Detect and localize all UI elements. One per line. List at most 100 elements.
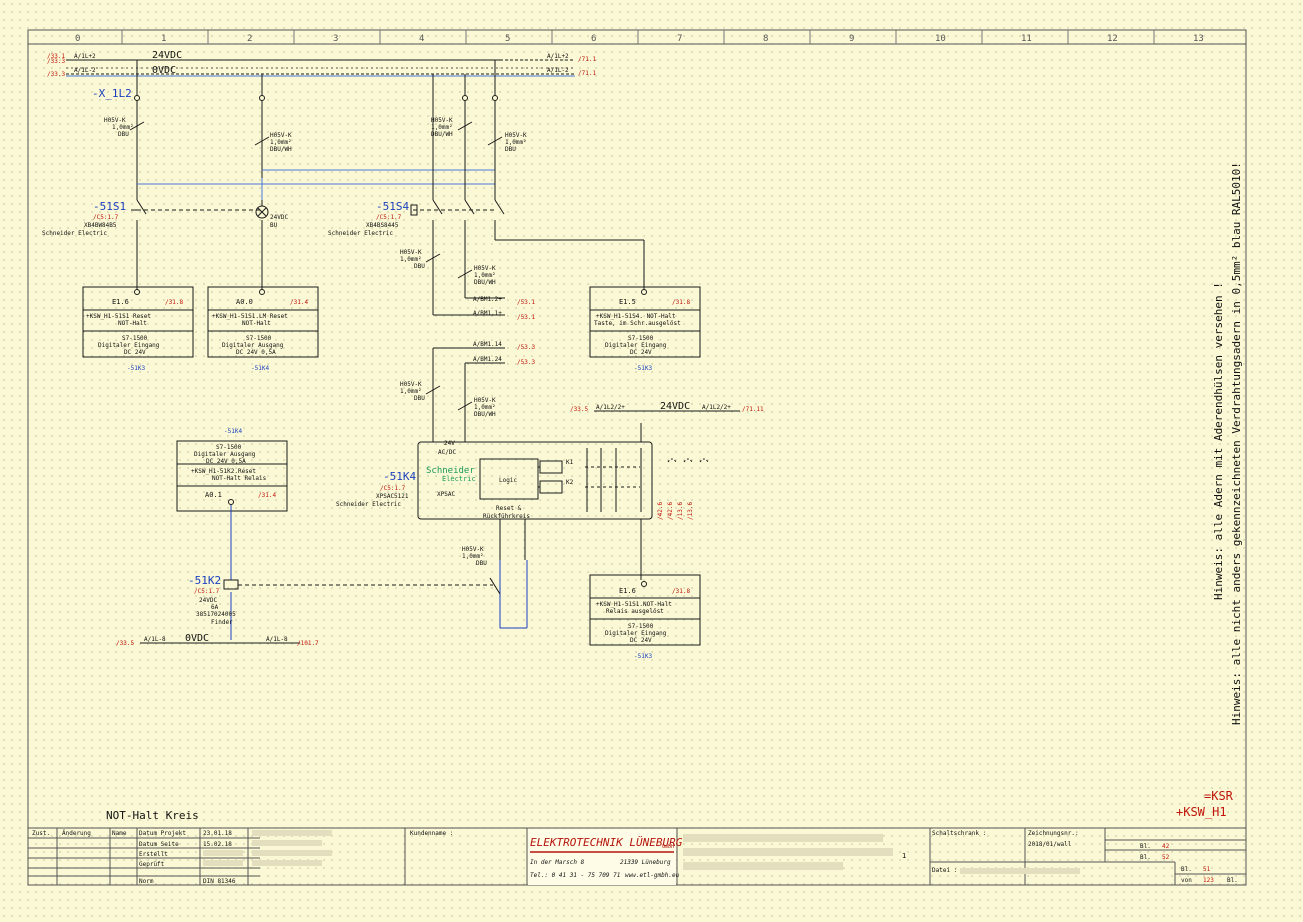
svg-text:NOT-Halt: NOT-Halt [118,320,147,327]
svg-text:Norm: Norm [139,878,154,885]
k4-bus-left-tag: A/1L2/2+ [596,404,625,411]
svg-text:H05V-K: H05V-K [431,117,453,124]
location-cabinet: +KSW_H1 [1176,805,1227,819]
svg-text:A0.1: A0.1 [205,491,222,499]
svg-text:NOT-Halt: NOT-Halt [242,320,271,327]
k2-coil [223,577,501,595]
svg-text:H05V-K: H05V-K [474,265,496,272]
svg-text:DC 24V: DC 24V [630,349,652,356]
svg-text:A/BM1.1+: A/BM1.1+ [473,310,502,317]
svg-text:Electric: Electric [442,475,476,483]
svg-text:DBU: DBU [118,131,129,138]
svg-text:+KSW_H1-51S4. NOT-Halt: +KSW_H1-51S4. NOT-Halt [596,313,676,320]
k4-side-refs: /42.6 /42.6 /13.6 /13.6 [657,502,694,520]
bus-third-left-ref: /33.3 [47,71,65,78]
svg-text:Bl.: Bl. [1181,866,1192,873]
svg-text:H05V-K: H05V-K [270,132,292,139]
bus-0-left-ref: /33.3 [47,58,65,65]
bus-24-right-tag: A/1L+2 [547,53,569,60]
bottom-bus-label: 0VDC [185,633,209,644]
svg-text:Zeichnungsnr.:: Zeichnungsnr.: [1028,830,1079,837]
svg-text:S7-1500: S7-1500 [122,335,148,342]
io-dot-1 [134,289,140,295]
k4-ref: /C5:1.7 [380,485,406,492]
svg-text:DBU/WH: DBU/WH [270,146,292,153]
svg-text:DC 24V 0,5A: DC 24V 0,5A [206,458,246,465]
bus-24-label: 24VDC [152,50,182,61]
column-number: 11 [1021,34,1032,44]
svg-text:/31.4: /31.4 [290,299,308,306]
svg-text:/31.8: /31.8 [672,588,690,595]
s4-maker: Schneider Electric [328,230,393,237]
column-number: 0 [75,34,80,44]
io-box-s4-loc: -51K3 [634,365,652,372]
svg-text:H05V-K: H05V-K [462,546,484,553]
svg-text:/53.1: /53.1 [517,314,535,321]
lamp-voltage: 24VDC [270,214,288,221]
s4-ref: /C5:1.7 [376,214,402,221]
svg-text:Geprüft: Geprüft [139,861,165,868]
svg-text:DBU: DBU [414,395,425,402]
k4-bus-right-tag: A/1L2/2+ [702,404,731,411]
wire-label-w7: H05V-K 1,0mm² DBU [400,381,425,402]
svg-text:+KSW_H1-51K2.Reset: +KSW_H1-51K2.Reset [191,468,256,475]
svg-text:H05V-K: H05V-K [104,117,126,124]
svg-text:DBU: DBU [476,560,487,567]
svg-text:Zust.: Zust. [32,830,50,837]
io-dot-4 [228,499,234,505]
io-box-s1-loc: -51K3 [127,365,145,372]
svg-text:Reset &: Reset & [496,505,522,512]
svg-text:DBU/WH: DBU/WH [474,411,496,418]
svg-text:Kundenname :: Kundenname : [410,830,453,837]
svg-text:1,0mm²: 1,0mm² [112,124,134,131]
svg-text:/31.8: /31.8 [165,299,183,306]
s4-part: XB4BS8445 [366,222,399,229]
svg-text:DC 24V 0,5A: DC 24V 0,5A [236,349,276,356]
svg-text:/42.6: /42.6 [667,502,674,520]
column-number: 2 [247,34,252,44]
column-number: 10 [935,34,946,44]
wire-label-w2: H05V-K 1,0mm² DBU/WH [270,132,292,153]
svg-text:DC 24V: DC 24V [630,637,652,644]
wire-label-w6: H05V-K 1,0mm² DBU/WH [474,265,496,286]
svg-text:24V: 24V [444,440,455,447]
blue-aux-wiring [137,169,495,200]
svg-text:Digitaler Eingang: Digitaler Eingang [605,342,667,349]
wire-label-w4: H05V-K 1,0mm² DBU [505,132,527,153]
svg-text:www.etl-gmbh.eu: www.etl-gmbh.eu [625,872,680,879]
svg-text:1,0mm²: 1,0mm² [462,553,484,560]
svg-text:A/BM1.2+: A/BM1.2+ [473,296,502,303]
column-number: 8 [763,34,768,44]
svg-text:GmbH: GmbH [662,844,674,850]
svg-text:S7-1500: S7-1500 [628,623,654,630]
bus-0-right-tag: A/1L-2 [547,67,569,74]
svg-text:1,0mm²: 1,0mm² [400,388,422,395]
svg-text:1,0mm²: 1,0mm² [400,256,422,263]
terminal-dot-4 [492,95,498,101]
svg-text:Bl.: Bl. [1140,843,1151,850]
svg-text:S7-1500: S7-1500 [246,335,272,342]
svg-text:Datum Seite: Datum Seite [139,841,179,848]
svg-text:1: 1 [902,852,906,860]
bus-0-label: 0VDC [152,65,176,76]
wire-label-w3: H05V-K 1,0mm² DBU/WH [431,117,453,138]
svg-text:Name: Name [112,830,127,837]
s4-contacts [410,199,505,216]
s4-name: -51S4 [376,200,409,213]
svg-text:21339 Lüneburg: 21339 Lüneburg [620,859,671,866]
s1-contact [131,199,147,215]
svg-text:Relais ausgelöst: Relais ausgelöst [606,608,664,615]
svg-text:DIN 81346: DIN 81346 [203,878,236,885]
svg-text:+KSW_H1-51S1 Reset: +KSW_H1-51S1 Reset [86,313,151,320]
io-box-k2-loc: -51K4 [224,428,242,435]
svg-text:Taste, im Schr.ausgelöst: Taste, im Schr.ausgelöst [594,320,681,327]
io-box-k4-feedback-loc: -51K3 [634,653,652,660]
svg-text:Bl.: Bl. [1140,854,1151,861]
company-logo: ELEKTROTECHNIK LÜNEBURG GmbH In der Mars… [528,829,683,885]
svg-text:H05V-K: H05V-K [400,249,422,256]
terminal-dot-1 [134,95,140,101]
svg-text:1,0mm²: 1,0mm² [270,139,292,146]
svg-text:Digitaler Eingang: Digitaler Eingang [98,342,160,349]
io-box-s1-reset: E1.6 /31.8 +KSW_H1-51S1 Reset NOT-Halt S… [82,286,194,358]
